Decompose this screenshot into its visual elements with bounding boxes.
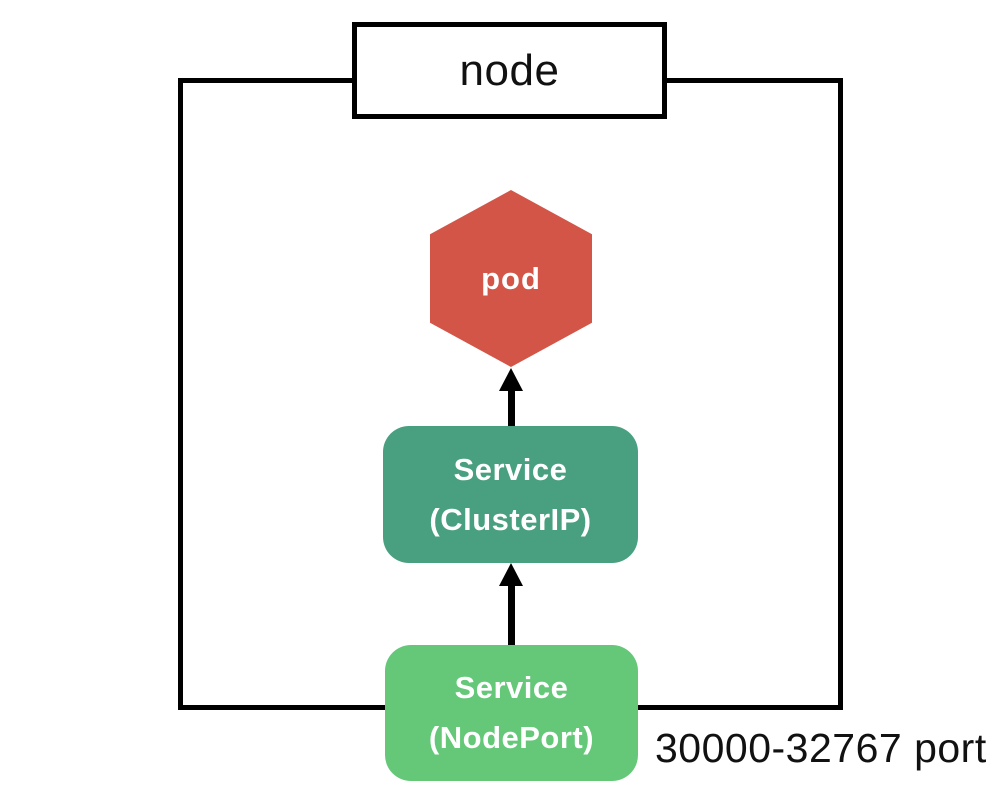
service-nodeport-label-line1: Service [454,670,569,705]
service-clusterip-box: Service (ClusterIP) [383,426,638,563]
node-title-box: node [352,22,667,119]
service-nodeport-label-line2: (NodePort) [428,720,595,755]
service-clusterip-label-line1: Service [453,451,568,487]
service-clusterip-label-line2: (ClusterIP) [429,501,592,537]
service-nodeport-box: Service (NodePort) [385,645,638,781]
pod-label: pod [481,260,541,296]
arrow-line-nodeport-to-clusterip [508,582,515,645]
arrow-line-clusterip-to-pod [508,386,515,426]
arrow-up-icon [499,563,523,586]
node-title-label: node [459,45,560,95]
pod-hexagon: pod [430,190,592,367]
arrow-up-icon [499,368,523,391]
port-range-label: 30000-32767 port [655,725,987,771]
